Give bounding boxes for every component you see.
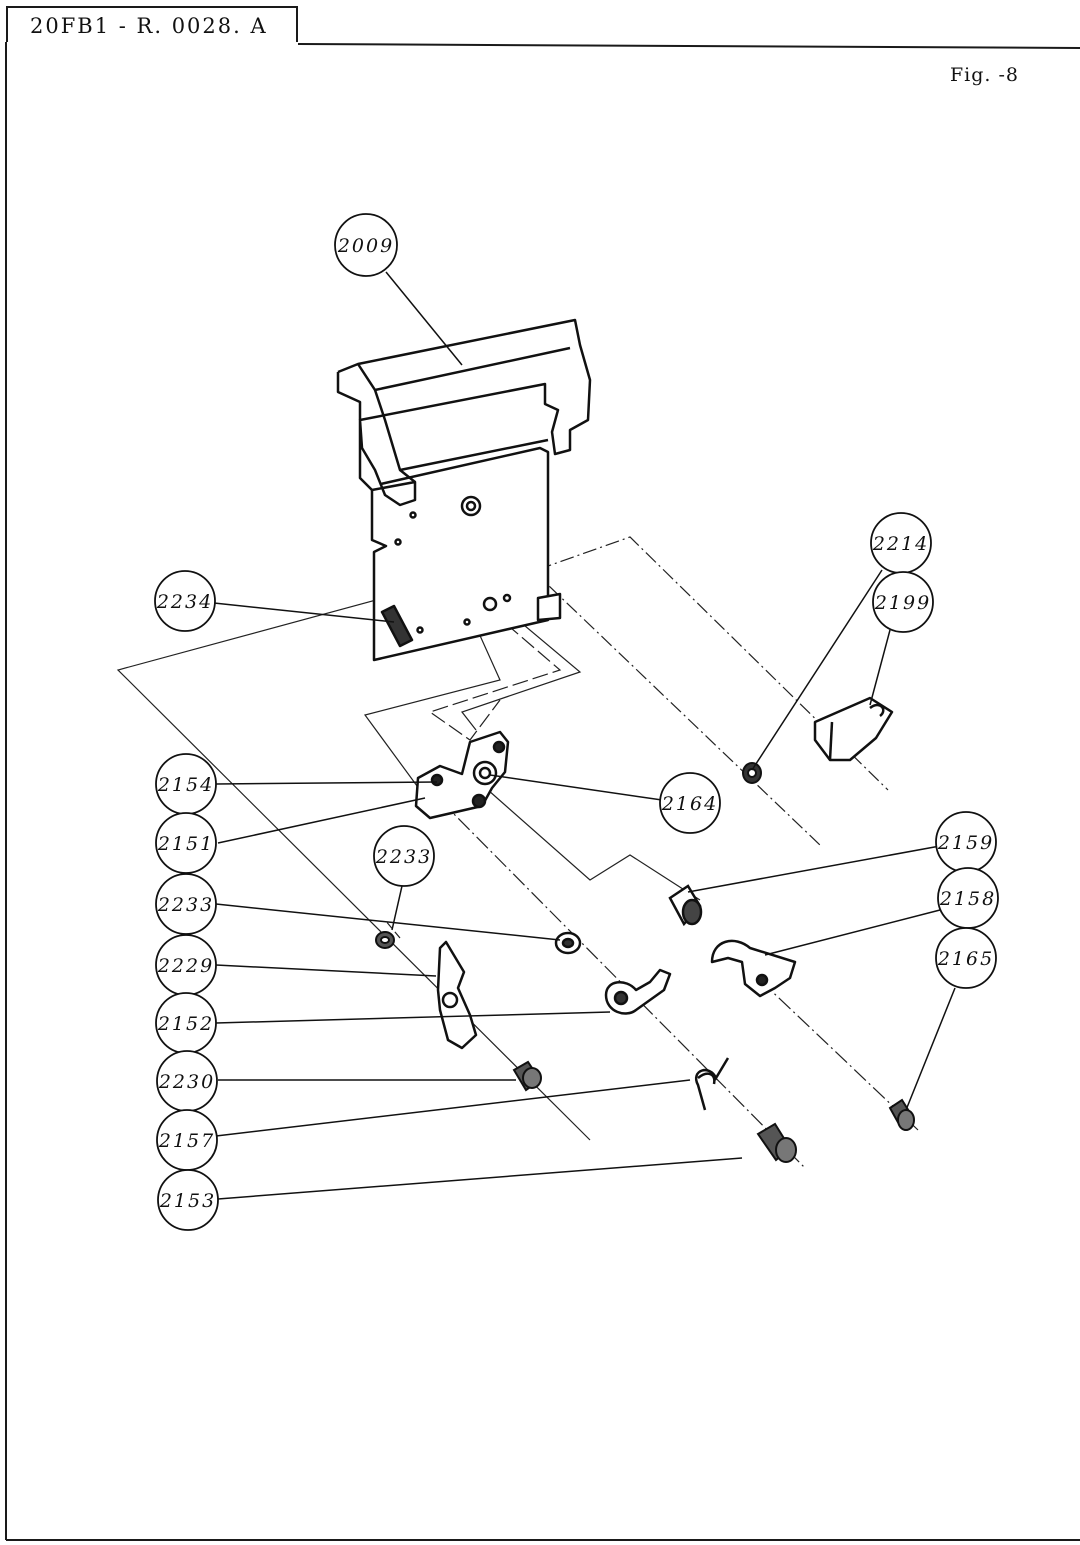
svg-text:2233: 2233 <box>375 846 432 868</box>
svg-text:2009: 2009 <box>337 235 394 257</box>
svg-text:2152: 2152 <box>157 1013 214 1035</box>
callout-2234: 2234 <box>154 570 216 632</box>
callout-2233-lower: 2233 <box>155 873 217 935</box>
screw-2165-part <box>888 1098 915 1131</box>
link-2152-part <box>604 968 672 1015</box>
svg-text:2158: 2158 <box>939 888 996 910</box>
screw-2230-part <box>512 1060 542 1092</box>
callout-2230: 2230 <box>156 1050 218 1112</box>
callout-2164: 2164 <box>659 772 721 834</box>
callout-2154: 2154 <box>155 753 217 815</box>
frame-bracket-part <box>336 318 592 662</box>
svg-text:2157: 2157 <box>158 1130 215 1152</box>
nut-2214-part <box>742 762 762 784</box>
callout-2158: 2158 <box>937 867 999 929</box>
arm-2158-part <box>710 939 797 998</box>
roller-2159-part <box>668 884 703 927</box>
collar-2233-right-part <box>554 931 582 955</box>
leader-lines <box>213 271 956 1200</box>
figure-label: Fig. -8 <box>950 64 1020 86</box>
svg-text:2229: 2229 <box>157 955 214 977</box>
svg-text:2164: 2164 <box>661 793 718 815</box>
svg-text:2234: 2234 <box>156 591 213 613</box>
svg-text:2165: 2165 <box>937 948 994 970</box>
callout-2159: 2159 <box>935 811 997 873</box>
cam-lever-2229-part <box>436 940 478 1050</box>
callout-2152: 2152 <box>155 992 217 1054</box>
callout-2151: 2151 <box>155 812 217 874</box>
svg-text:2153: 2153 <box>159 1190 216 1212</box>
callout-2157: 2157 <box>156 1109 218 1171</box>
document-code: 20FB1 - R. 0028. A <box>6 6 298 42</box>
svg-text:2151: 2151 <box>157 833 214 855</box>
svg-text:2159: 2159 <box>937 832 994 854</box>
collar-2233-left-part <box>375 931 395 949</box>
svg-text:2233: 2233 <box>157 894 214 916</box>
callout-2153: 2153 <box>157 1169 219 1231</box>
callout-2009: 2009 <box>334 213 398 277</box>
callout-2199: 2199 <box>872 571 934 633</box>
sheet-frame <box>5 42 1080 1541</box>
screw-2153-part <box>756 1122 797 1163</box>
svg-text:2199: 2199 <box>874 592 931 614</box>
callout-2214: 2214 <box>870 512 932 574</box>
callout-2229: 2229 <box>155 934 217 996</box>
cap-2199-part <box>813 696 894 762</box>
svg-text:2154: 2154 <box>157 774 214 796</box>
callout-2233-upper: 2233 <box>373 825 435 887</box>
svg-text:2214: 2214 <box>872 533 929 555</box>
spring-2157-part <box>694 1057 730 1111</box>
svg-text:2230: 2230 <box>158 1071 215 1093</box>
callout-2165: 2165 <box>935 927 997 989</box>
